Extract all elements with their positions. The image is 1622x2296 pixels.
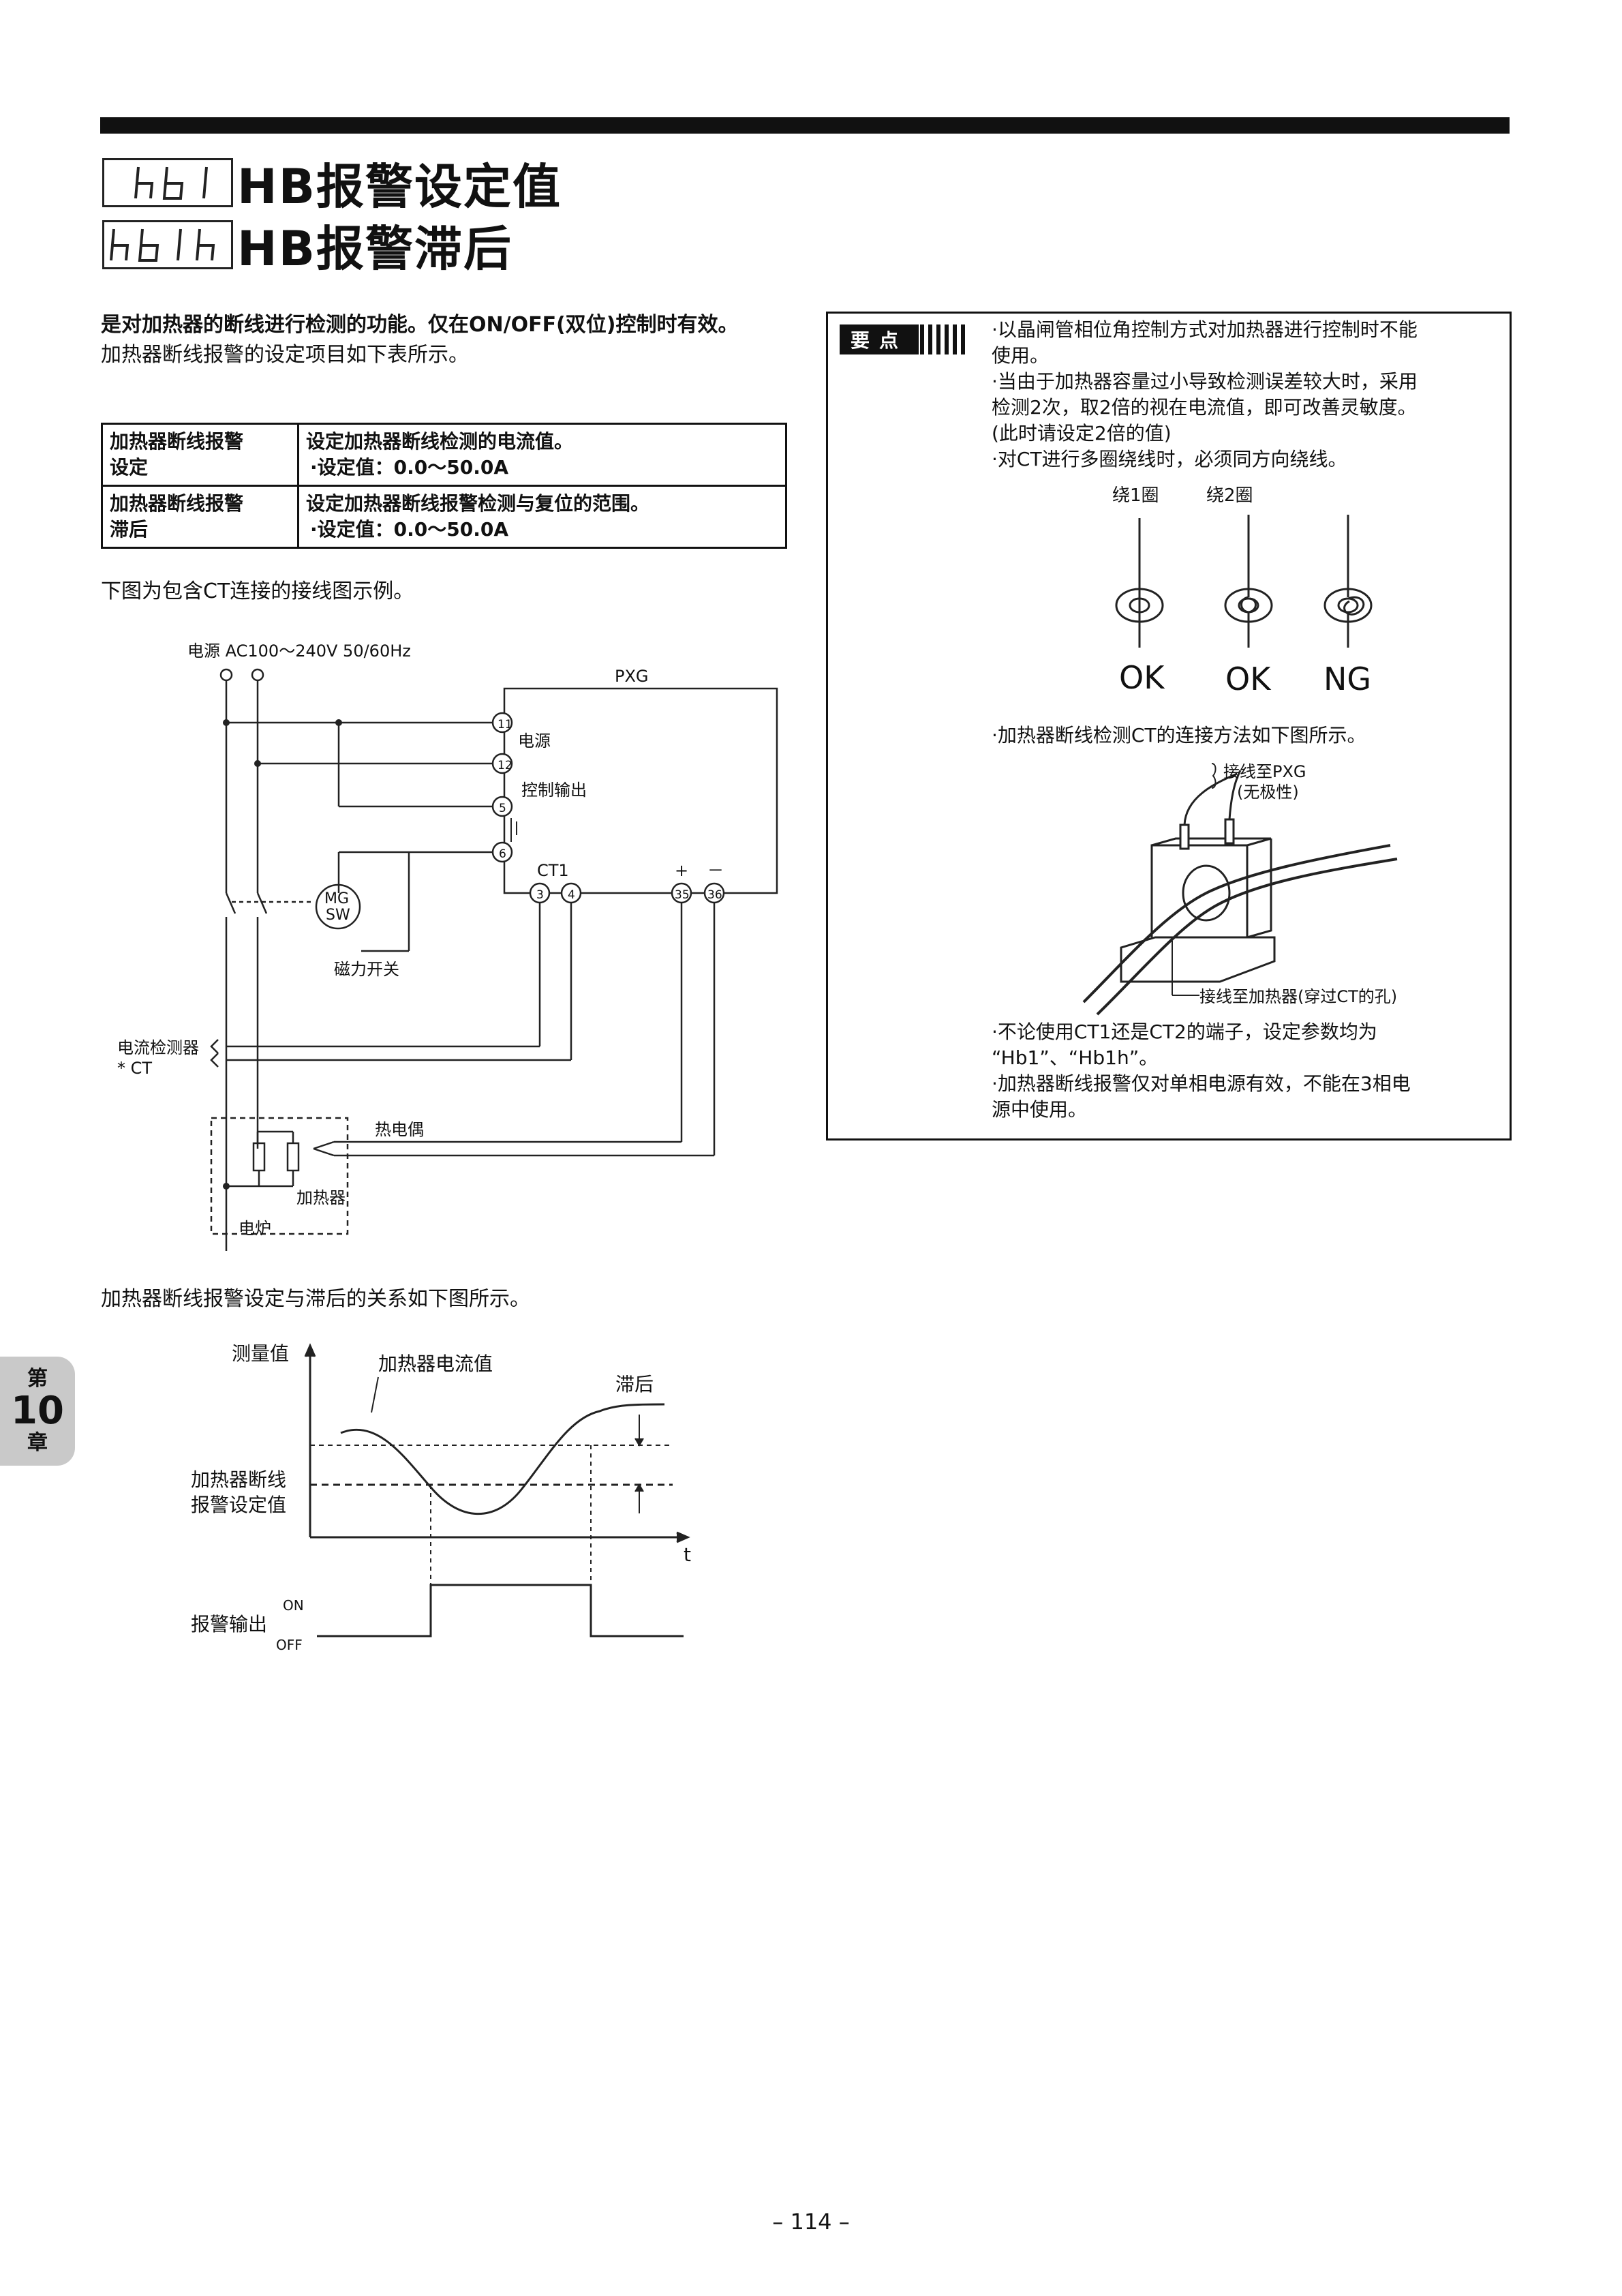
page-number: – 114 – <box>772 2209 850 2235</box>
terminal-11: 11 <box>498 718 512 731</box>
minus-label: － <box>707 861 724 880</box>
table-cell-desc: 设定加热器断线检测的电流值。 ·设定值：0.0～50.0A <box>297 423 787 487</box>
tip-heading: 要点 <box>840 324 919 354</box>
pxg-label: PXG <box>615 667 649 686</box>
terminal-3: 3 <box>536 888 544 902</box>
y-axis-label: 测量值 <box>232 1342 289 1365</box>
to-heater-label: 接线至加热器(穿过CT的孔) <box>1199 987 1397 1006</box>
row-desc: 设定加热器断线报警检测与复位的范围。 <box>306 492 650 515</box>
chapter-tab-top: 第 <box>27 1367 48 1391</box>
tip-items-top: ·以晶闸管相位角控制方式对加热器进行控制时不能 使用。 ·当由于加热器容量过小导… <box>992 317 1499 472</box>
tip-box <box>826 312 1512 1141</box>
tip-item-6a: ·加热器断线报警仅对单相电源有效，不能在3相电 <box>992 1072 1411 1095</box>
setpoint-label-b: 报警设定值 <box>191 1494 286 1516</box>
terminal-4: 4 <box>568 888 575 902</box>
control-output-label: 控制输出 <box>521 781 587 800</box>
tip-item-1a: ·以晶闸管相位角控制方式对加热器进行控制时不能 <box>992 318 1418 341</box>
setpoint-label-a: 加热器断线 <box>191 1468 286 1491</box>
table-cell-desc: 设定加热器断线报警检测与复位的范围。 ·设定值：0.0～50.0A <box>297 485 787 549</box>
ct-winding-figure: 绕1圈 绕2圈 OK OK NG <box>1112 485 1373 697</box>
pxg-box <box>503 687 778 894</box>
mg-label: MG <box>324 890 349 907</box>
row-range: ·设定值：0.0～50.0A <box>310 518 508 541</box>
alarm-output-label: 报警输出 <box>191 1613 267 1635</box>
to-pxg-label: 接线至PXG <box>1223 762 1306 781</box>
tip-item-3: ·对CT进行多圈绕线时，必须同方向绕线。 <box>992 448 1347 470</box>
ok2-label: OK <box>1225 661 1272 697</box>
pxg-power-label: 电源 <box>518 731 551 751</box>
terminal-12: 12 <box>498 759 512 772</box>
plus-label: + <box>675 861 688 880</box>
heater-label: 加热器 <box>296 1188 346 1207</box>
wiring-caption: 下图为包含CT连接的接线图示例。 <box>101 579 414 603</box>
lcd-display-hb1h <box>102 220 233 269</box>
chapter-number: 10 <box>11 1389 64 1433</box>
lcd-glyph-icon <box>134 166 208 200</box>
magnetic-switch-label: 磁力开关 <box>334 960 399 979</box>
lcd-glyph-icon <box>110 228 215 262</box>
nonpolar-label: (无极性) <box>1237 783 1299 802</box>
table-cell-name: 加热器断线报警 滞后 <box>101 485 299 549</box>
terminal-36: 36 <box>707 888 722 902</box>
row-name-b: 滞后 <box>110 518 149 541</box>
thermocouple-label: 热电偶 <box>375 1120 424 1139</box>
settings-table: 加热器断线报警 设定 设定加热器断线检测的电流值。 ·设定值：0.0～50.0A… <box>101 423 787 549</box>
on-label: ON <box>283 1597 304 1614</box>
lcd-display-hb1 <box>102 158 233 207</box>
off-label: OFF <box>276 1637 303 1653</box>
intro-bold: 是对加热器的断线进行检测的功能。仅在ON/OFF(双位)控制时有效。 <box>101 313 739 337</box>
curve-label: 加热器电流值 <box>378 1353 493 1375</box>
page-title-2: HB报警滞后 <box>237 220 512 277</box>
chapter-tab: 第 10 章 <box>0 1357 75 1466</box>
tip-item-2a: ·当由于加热器容量过小导致检测误差较大时，采用 <box>992 370 1418 393</box>
row-name-b: 设定 <box>110 456 149 479</box>
chapter-tab-bottom: 章 <box>27 1431 48 1455</box>
power-supply-label: 电源 AC100～240V 50/60Hz <box>187 641 411 661</box>
row-name-a: 加热器断线报警 <box>110 430 244 453</box>
tip-item-1b: 使用。 <box>992 344 1050 367</box>
table-row: 加热器断线报警 设定 设定加热器断线检测的电流值。 ·设定值：0.0～50.0A <box>101 423 787 487</box>
tip-item-5b: “Hb1”、“Hb1h”。 <box>992 1046 1159 1069</box>
tip-item-2b: 检测2次，取2倍的视在电流值，即可改善灵敏度。 <box>992 396 1417 419</box>
tip-item-4: ·加热器断线检测CT的连接方法如下图所示。 <box>992 724 1366 746</box>
wind2-label: 绕2圈 <box>1206 485 1253 506</box>
ok1-label: OK <box>1119 659 1165 696</box>
row-range: ·设定值：0.0～50.0A <box>310 456 508 479</box>
tip-item-5a: ·不论使用CT1还是CT2的端子，设定参数均为 <box>992 1021 1377 1043</box>
ct-note: * CT <box>117 1059 152 1078</box>
terminal-6: 6 <box>499 847 506 861</box>
table-cell-name: 加热器断线报警 设定 <box>101 423 299 487</box>
hysteresis-graph: 测量值 加热器电流值 滞后 加热器断线 报警设定值 t 报警输出 ON OFF <box>191 1342 691 1653</box>
ct1-label: CT1 <box>537 861 569 880</box>
title-hb1h: HB报警滞后 <box>102 214 512 277</box>
furnace-label: 电炉 <box>239 1219 271 1238</box>
table-row: 加热器断线报警 滞后 设定加热器断线报警检测与复位的范围。 ·设定值：0.0～5… <box>101 485 787 549</box>
sw-label: SW <box>326 907 350 924</box>
tip-item-6b: 源中使用。 <box>992 1098 1088 1121</box>
tip-stripes <box>920 324 968 354</box>
intro-text: 是对加热器的断线进行检测的功能。仅在ON/OFF(双位)控制时有效。 加热器断线… <box>101 310 789 370</box>
ng-label: NG <box>1323 661 1371 697</box>
wiring-diagram: 电源 AC100～240V 50/60Hz PXG 11 12 5 6 3 4 … <box>117 641 778 1251</box>
tip-item-2c: (此时请设定2倍的值) <box>992 422 1172 444</box>
row-desc: 设定加热器断线检测的电流值。 <box>306 430 574 453</box>
header-rule <box>100 117 1510 134</box>
tip-items-bottom: ·不论使用CT1还是CT2的端子，设定参数均为 “Hb1”、“Hb1h”。 ·加… <box>992 1019 1499 1123</box>
ct-connection-figure: 接线至PXG (无极性) 接线至加热器(穿过CT的孔) <box>1082 762 1398 1016</box>
wind1-label: 绕1圈 <box>1112 485 1159 506</box>
intro-line2: 加热器断线报警的设定项目如下表所示。 <box>101 343 469 367</box>
ct-detector-label: 电流检测器 <box>117 1038 199 1057</box>
title-hb1: HB报警设定值 <box>102 152 562 215</box>
time-axis-label: t <box>684 1543 691 1566</box>
terminal-35: 35 <box>675 888 690 902</box>
row-name-a: 加热器断线报警 <box>110 492 244 515</box>
graph-caption: 加热器断线报警设定与滞后的关系如下图所示。 <box>101 1287 530 1311</box>
page-title-1: HB报警设定值 <box>237 158 562 215</box>
hysteresis-label: 滞后 <box>615 1373 654 1395</box>
terminal-5: 5 <box>499 802 506 815</box>
